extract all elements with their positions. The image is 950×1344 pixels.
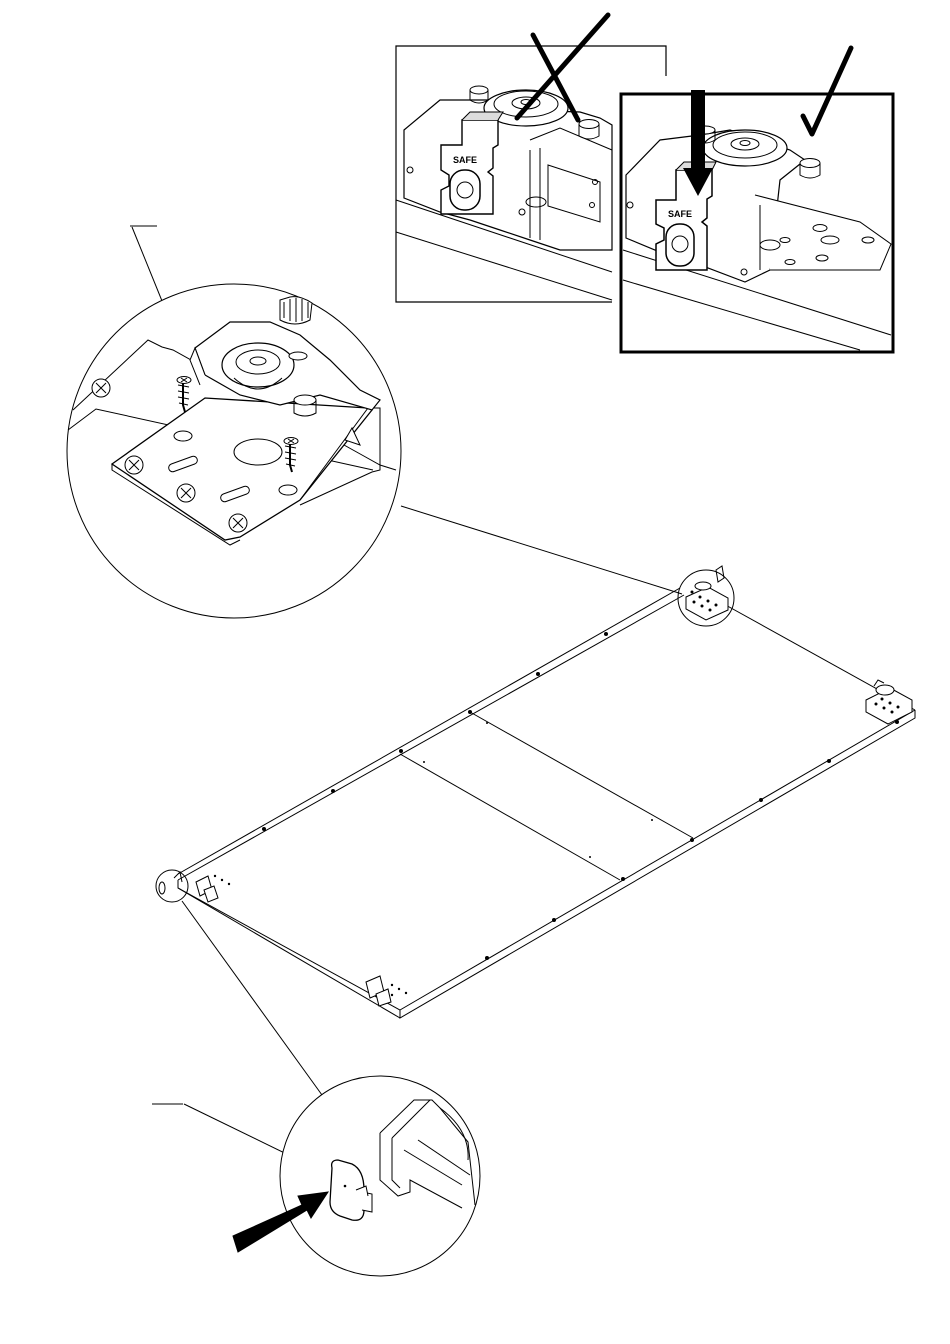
end-cap-detail (152, 901, 480, 1276)
safe-label-right: SAFE (668, 209, 692, 219)
safe-label-wrong: SAFE (453, 155, 477, 165)
correct-installation-detail: SAFE (621, 48, 893, 352)
hinge-detail (67, 226, 682, 618)
door-panel (156, 566, 915, 1018)
